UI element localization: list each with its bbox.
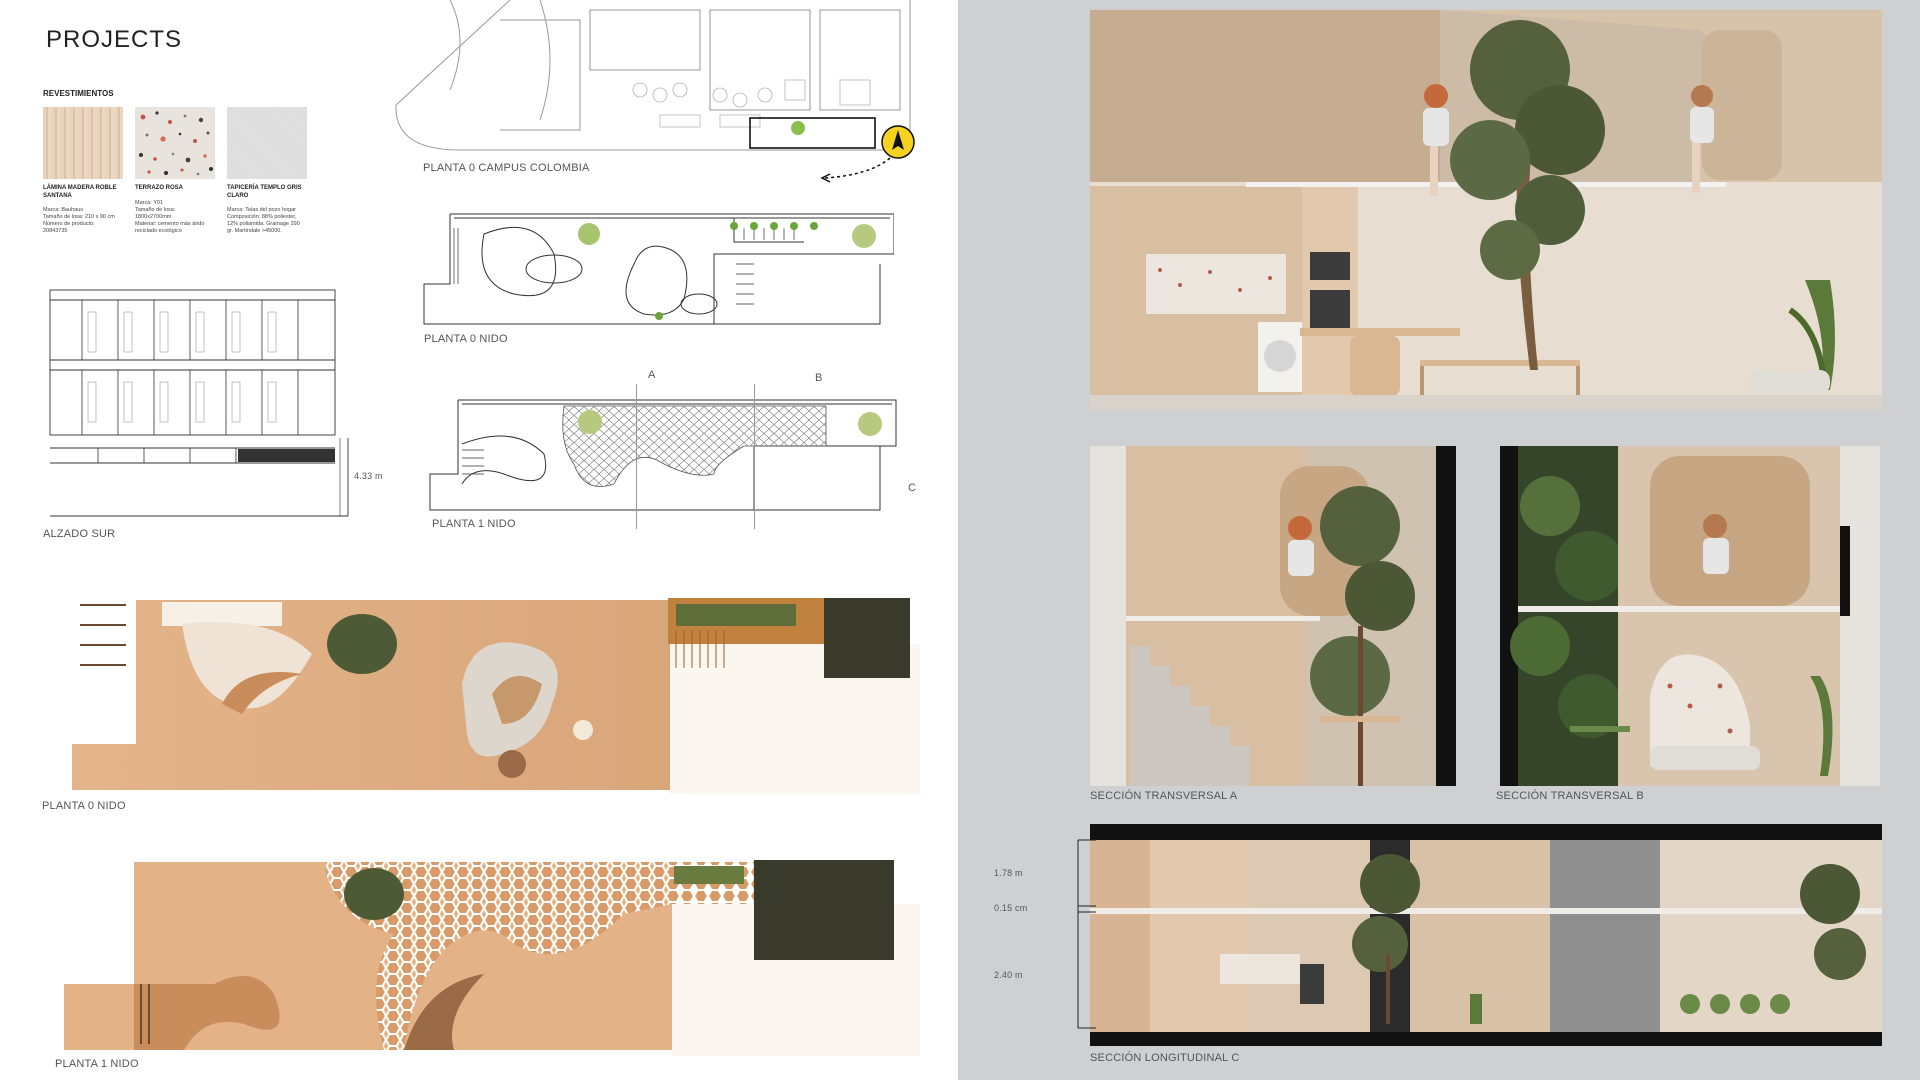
- longitudinal-section-c-render: [1090, 824, 1882, 1046]
- material-name-3: TAPICERÍA TEMPLO GRIS CLARO: [227, 185, 302, 199]
- longitudinal-section-c-label: SECCIÓN LONGITUDINAL C: [1090, 1052, 1240, 1064]
- interior-section-render: [1090, 10, 1882, 410]
- material-desc-3: Marca: Telas del pozo hogar Composición:…: [227, 207, 300, 234]
- person-figure-2: [1690, 85, 1714, 193]
- campus-floor-plan: [395, 0, 915, 183]
- nest-first-plan-label: PLANTA 1 NIDO: [432, 518, 516, 530]
- first-render-label: PLANTA 1 NIDO: [55, 1058, 139, 1070]
- page-title: PROJECTS: [46, 26, 183, 53]
- material-desc-2: Marca: Y01 Tamaño de losa: 1800x2700mm M…: [135, 200, 205, 234]
- materials-heading: REVESTIMIENTOS: [43, 89, 114, 98]
- material-name-1: LÁMINA MADERA ROBLE SANTANA: [43, 185, 117, 199]
- cross-section-b-render: [1500, 446, 1880, 786]
- person-figure-1: [1423, 84, 1449, 196]
- cross-section-a-render: [1090, 446, 1456, 786]
- dimension-2: 0.15 cm: [994, 903, 1028, 913]
- ground-render-label: PLANTA 0 NIDO: [42, 800, 126, 812]
- dimension-3: 2.40 m: [994, 970, 1023, 980]
- elevation-height-dimension: 4.33 m: [354, 471, 383, 481]
- oak-wood-swatch: [43, 107, 123, 179]
- cross-section-b-label: SECCIÓN TRANSVERSAL B: [1496, 790, 1644, 802]
- nest-ground-floor-plan: [423, 213, 894, 325]
- nest-first-floor-plan: [429, 384, 897, 529]
- section-mark-a: A: [648, 369, 656, 381]
- left-board: PROJECTS REVESTIMIENTOS LÁMINA MADERA RO…: [0, 0, 958, 1080]
- right-board: SECCIÓN TRANSVERSAL A SECCIÓN TRANSVERSA…: [958, 0, 1920, 1080]
- material-name-2: TERRAZO ROSA: [135, 185, 183, 191]
- dimension-1: 1.78 m: [994, 868, 1023, 878]
- south-elevation-drawing: [49, 289, 349, 517]
- south-elevation-label: ALZADO SUR: [43, 528, 116, 540]
- section-mark-c: C: [908, 482, 917, 494]
- campus-plan-label: PLANTA 0 CAMPUS COLOMBIA: [423, 162, 590, 174]
- section-mark-b: B: [815, 372, 823, 384]
- cross-section-a-label: SECCIÓN TRANSVERSAL A: [1090, 790, 1238, 802]
- material-desc-1: Marca: Bauhaus Tamaño de losa: 210 x 90 …: [43, 207, 115, 234]
- nest-first-floor-render: [64, 854, 920, 1056]
- nest-ground-plan-label: PLANTA 0 NIDO: [424, 333, 508, 345]
- terrazzo-swatch: [135, 107, 215, 179]
- fabric-swatch: [227, 107, 307, 179]
- nest-ground-floor-render: [72, 594, 920, 794]
- north-arrow-icon: [881, 125, 915, 159]
- terrazzo-pattern: [139, 111, 213, 176]
- section-c-dimension-lines: [1077, 839, 1096, 1029]
